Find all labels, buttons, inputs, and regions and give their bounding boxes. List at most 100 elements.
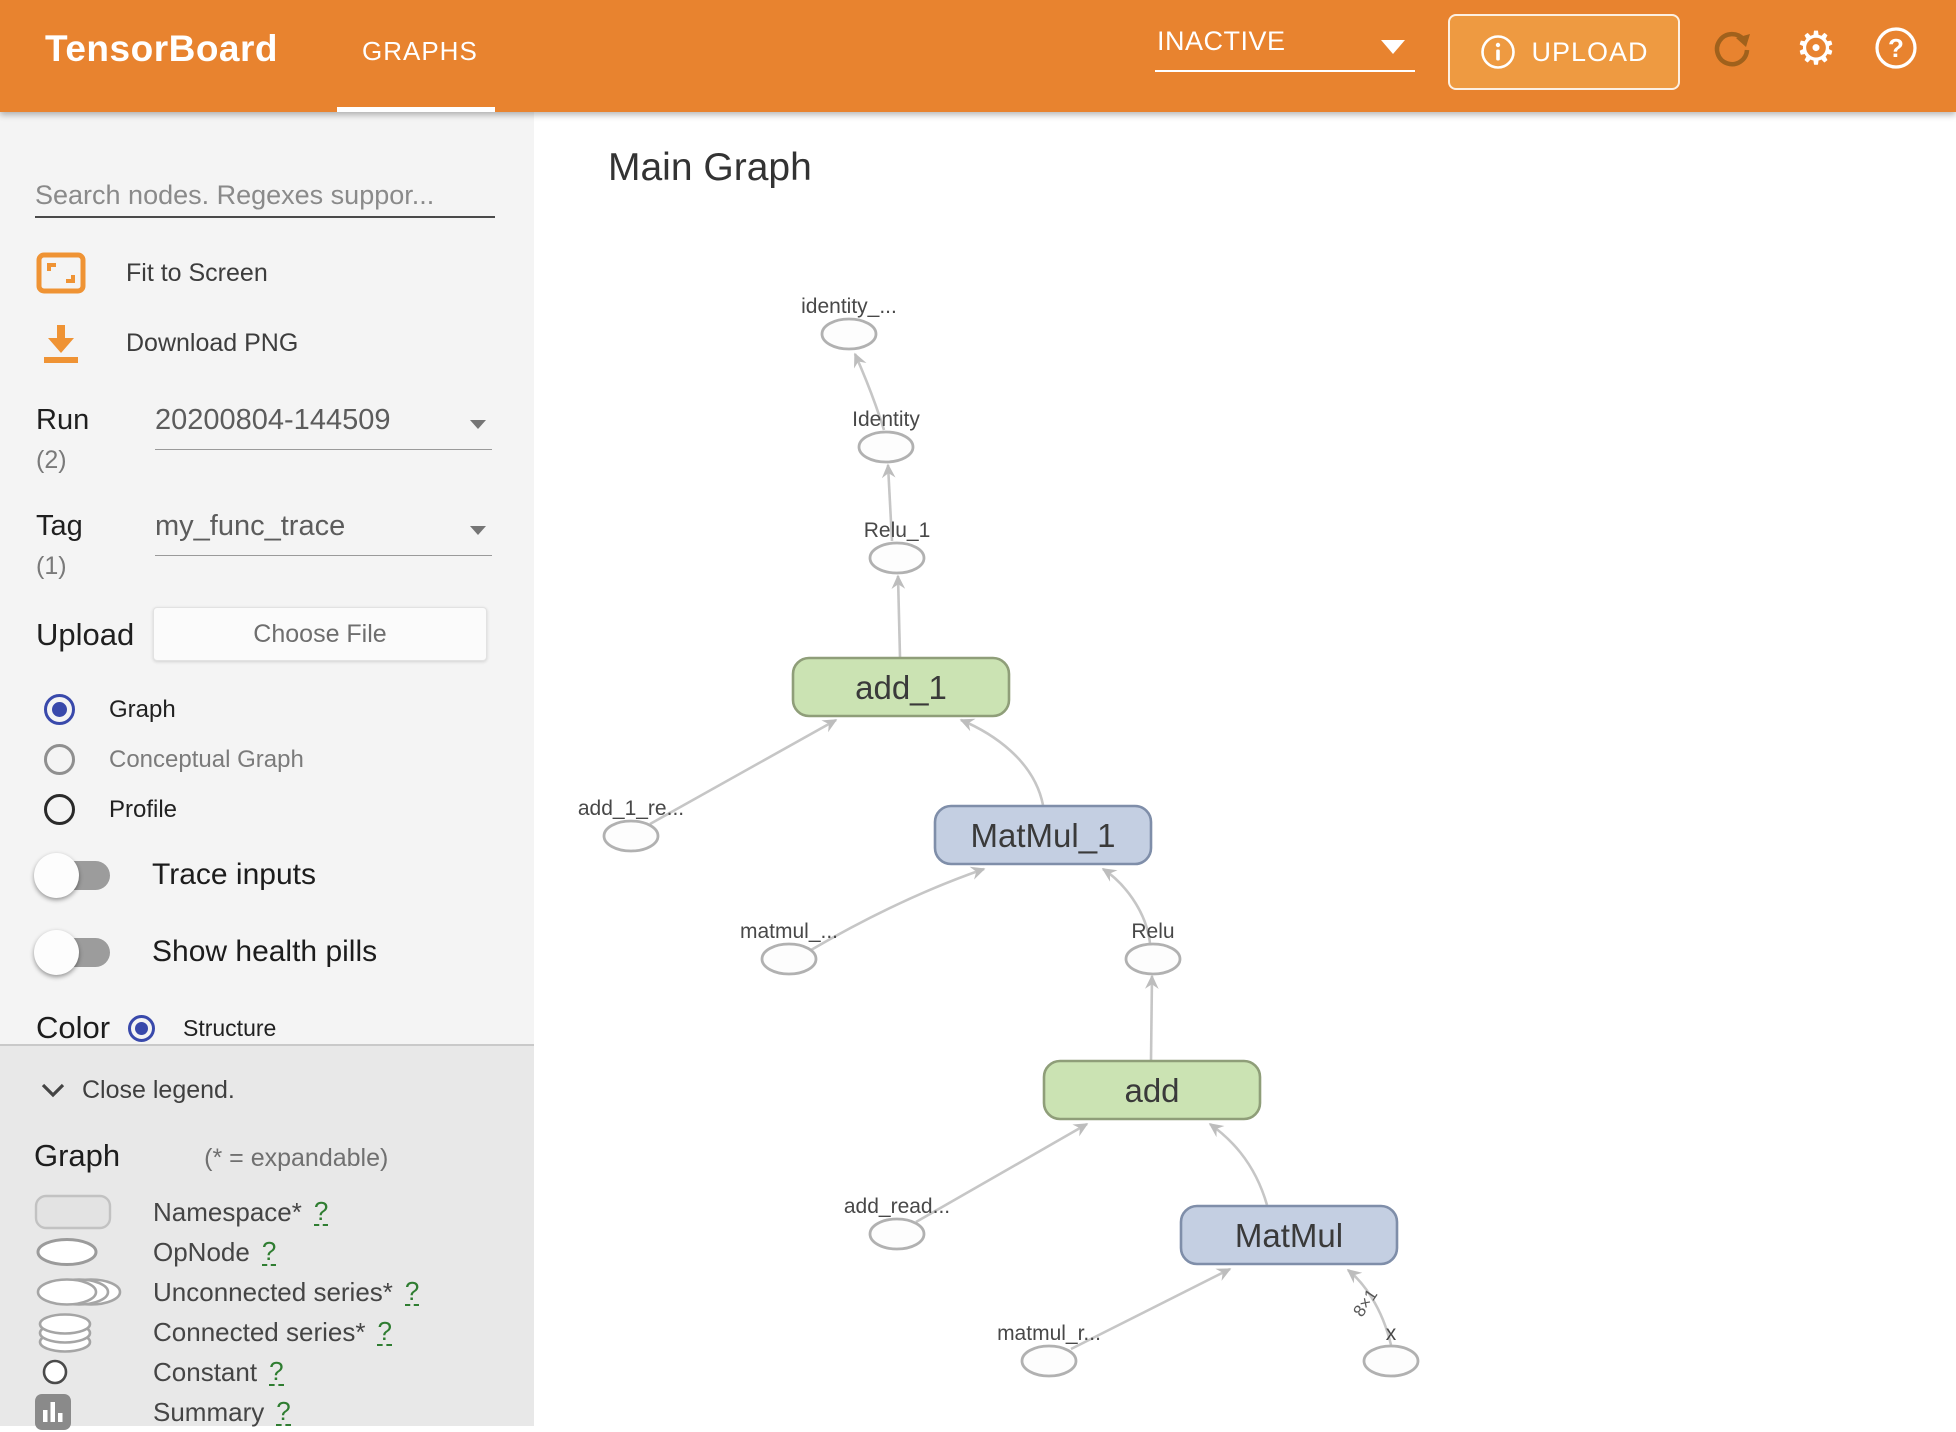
graph-edge (881, 463, 896, 542)
graph-edge (959, 718, 1045, 806)
help-icon: ? (1875, 27, 1917, 69)
page-title: Main Graph (608, 146, 812, 189)
upload-button-label: UPLOAD (1531, 36, 1649, 67)
search-input[interactable] (35, 174, 495, 218)
help-link[interactable]: ? (269, 1356, 284, 1386)
upload-section-label: Upload (36, 617, 135, 652)
download-png-button[interactable]: Download PNG (36, 319, 298, 367)
edge-shape-label: 8×1 (1349, 1286, 1381, 1321)
legend-heading-row: Graph (* = expandable) (34, 1138, 388, 1174)
download-icon (44, 325, 78, 363)
help-link[interactable]: ? (377, 1316, 392, 1346)
radio-unselected-icon (44, 744, 75, 775)
legend-items: Namespace* ? OpNode ? (0, 1192, 534, 1432)
graph-edge (1101, 867, 1152, 944)
radio-graph[interactable]: Graph (44, 694, 176, 725)
trace-inputs-toggle[interactable] (34, 852, 110, 898)
refresh-button[interactable] (1708, 24, 1756, 72)
refresh-icon (1714, 31, 1750, 67)
toggle-knob (34, 853, 79, 898)
graph-node-add_read[interactable]: add_read... (844, 1195, 950, 1251)
svg-text:x: x (1386, 1322, 1397, 1345)
tag-label: Tag (36, 510, 83, 542)
legend-row-constant: Constant ? (0, 1352, 534, 1392)
chevron-down-icon (470, 526, 486, 535)
graph-node-matmul_[interactable]: matmul_... (740, 920, 838, 976)
expandable-note: (* = expandable) (204, 1144, 389, 1172)
svg-text:?: ? (1888, 33, 1904, 63)
help-button[interactable]: ? (1872, 24, 1920, 72)
health-pills-toggle[interactable] (34, 929, 110, 975)
graph-node-MatMul[interactable]: MatMul (1179, 1204, 1399, 1266)
help-link[interactable]: ? (313, 1196, 329, 1226)
graph-node-Relu[interactable]: Relu (1124, 920, 1182, 976)
graph-edge (915, 1122, 1089, 1224)
color-structure-label: Structure (183, 1014, 277, 1041)
svg-text:add: add (1124, 1072, 1179, 1109)
radio-structure[interactable] (128, 1014, 155, 1042)
graph-node-add_1_re[interactable]: add_1_re... (578, 797, 684, 853)
graph-node-x[interactable]: x (1362, 1322, 1420, 1378)
graph-edge (649, 718, 838, 826)
close-legend-label: Close legend. (82, 1076, 235, 1104)
tag-dropdown[interactable]: my_func_trace (155, 504, 492, 556)
close-legend-button[interactable]: Close legend. (40, 1076, 235, 1105)
radio-graph-label: Graph (109, 695, 176, 723)
legend-row-connected-series: Connected series* ? (0, 1312, 534, 1353)
run-dropdown-value: 20200804-144509 (155, 404, 391, 436)
legend-row-opnode: OpNode ? (0, 1232, 534, 1272)
color-by-row: Color Structure (36, 1010, 276, 1046)
graph-node-add[interactable]: add (1042, 1059, 1262, 1121)
legend-row-unconnected-series: Unconnected series* ? (0, 1272, 534, 1312)
svg-text:add_read...: add_read... (844, 1195, 950, 1218)
help-link[interactable]: ? (404, 1276, 420, 1306)
graph-edge (853, 352, 886, 431)
help-link[interactable]: ? (261, 1236, 277, 1266)
settings-button[interactable]: ⚙ (1792, 24, 1840, 72)
help-link[interactable]: ? (276, 1396, 291, 1426)
fit-to-screen-button[interactable]: Fit to Screen (36, 249, 268, 297)
trace-inputs-label: Trace inputs (152, 858, 316, 891)
info-icon (1481, 35, 1516, 69)
unconnected-series-icon (34, 1276, 153, 1308)
graph-node-identity-out[interactable]: identity_... (801, 295, 897, 351)
tab-graphs[interactable]: GRAPHS (362, 36, 478, 66)
radio-conceptual-graph[interactable]: Conceptual Graph (44, 744, 304, 775)
run-label: Run (36, 404, 90, 436)
tag-count: (1) (36, 552, 67, 580)
graph-node-MatMul_1[interactable]: MatMul_1 (933, 804, 1153, 866)
status-dropdown[interactable]: INACTIVE (1155, 24, 1415, 72)
graph-edge (810, 866, 986, 952)
active-tab-underline (337, 107, 495, 112)
trace-inputs-row: Trace inputs (34, 852, 316, 898)
summary-icon (34, 1393, 153, 1431)
graph-node-Identity[interactable]: Identity (852, 408, 920, 464)
svg-text:matmul_r...: matmul_r... (997, 1322, 1101, 1345)
legend-row-summary: Summary ? (0, 1392, 534, 1432)
graph-node-add_1[interactable]: add_1 (791, 656, 1011, 718)
namespace-icon (34, 1194, 153, 1230)
choose-file-button[interactable]: Choose File (153, 607, 487, 661)
fit-to-screen-label: Fit to Screen (126, 258, 268, 287)
radio-profile[interactable]: Profile (44, 794, 177, 825)
opnode-icon (34, 1236, 153, 1268)
toggle-knob (34, 930, 79, 975)
svg-text:MatMul_1: MatMul_1 (971, 817, 1116, 854)
svg-text:matmul_...: matmul_... (740, 920, 838, 943)
chevron-down-icon (41, 1083, 65, 1098)
radio-unselected-icon (44, 794, 75, 825)
run-dropdown[interactable]: 20200804-144509 (155, 398, 492, 450)
graph-edge (1208, 1122, 1269, 1206)
run-count: (2) (36, 446, 67, 474)
graph-node-matmul_r[interactable]: matmul_r... (997, 1322, 1101, 1378)
download-png-label: Download PNG (126, 328, 299, 357)
upload-button[interactable]: UPLOAD (1448, 14, 1680, 90)
choose-file-label: Choose File (253, 619, 387, 648)
graph-edge (891, 574, 906, 658)
fit-to-screen-icon (36, 252, 86, 294)
sidebar: Fit to Screen Download PNG Run (2) 20200… (0, 112, 534, 1430)
graph-edge (1145, 974, 1159, 1061)
svg-text:Relu_1: Relu_1 (864, 519, 931, 542)
graph-node-Relu_1[interactable]: Relu_1 (864, 519, 931, 575)
